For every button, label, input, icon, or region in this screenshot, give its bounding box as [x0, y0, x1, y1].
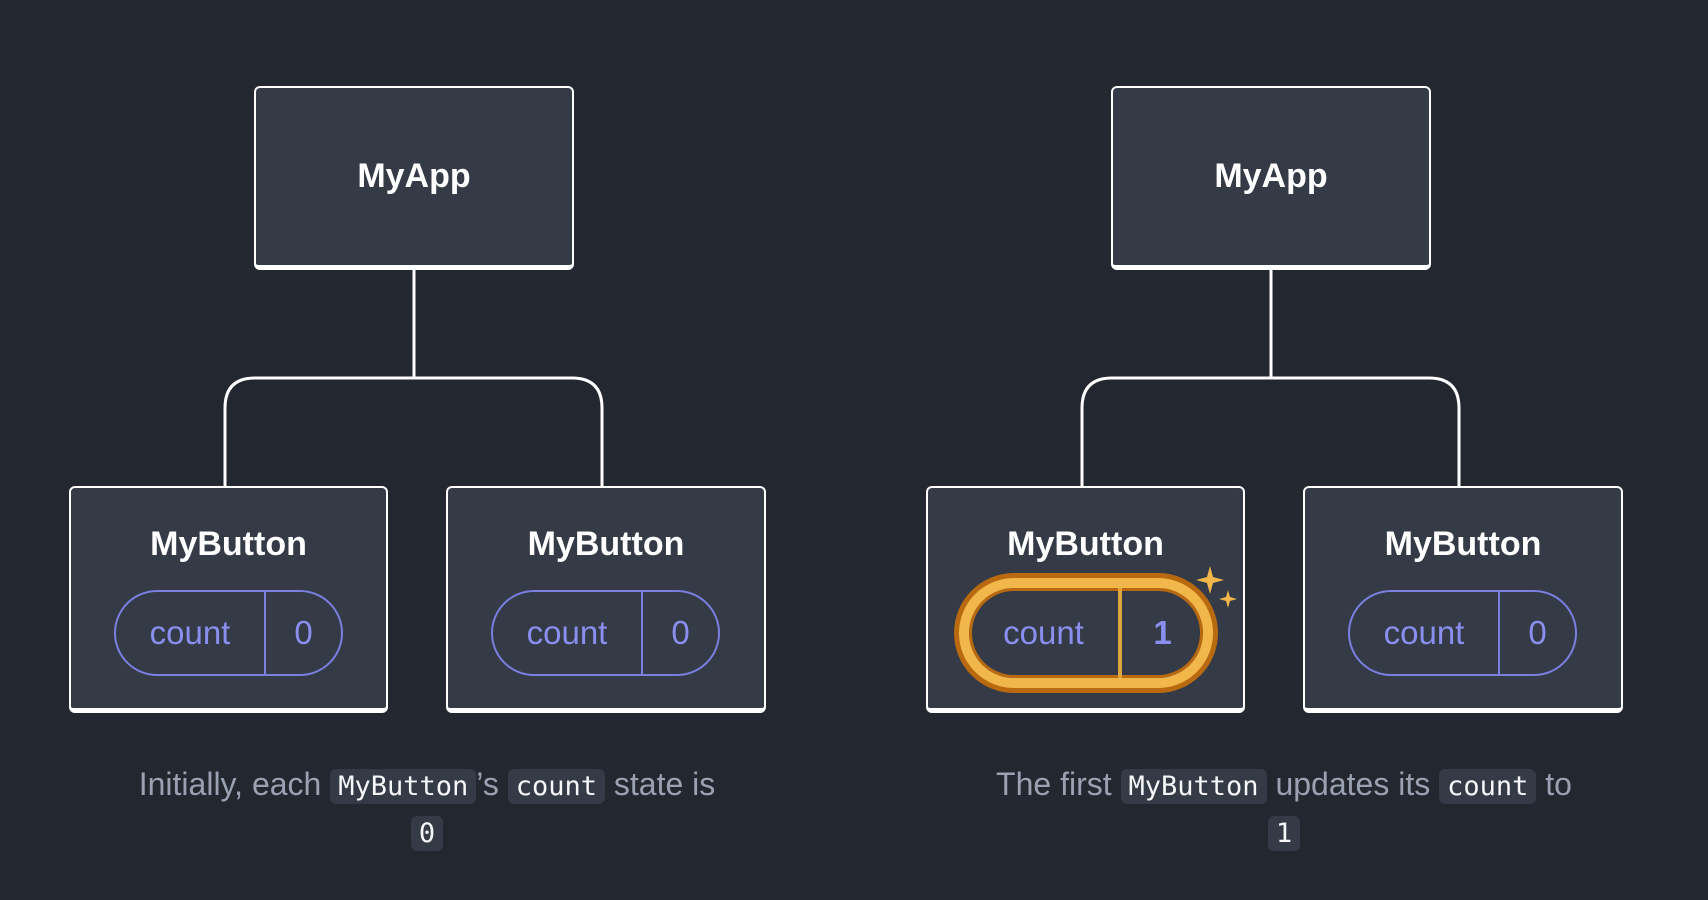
mybutton-node-2: MyButton count 0 — [446, 486, 766, 713]
caption-text: ’s — [476, 766, 508, 802]
state-name: count — [493, 592, 643, 674]
node-label: MyApp — [1214, 157, 1328, 195]
state-value: 0 — [671, 614, 690, 651]
caption-text: to — [1536, 766, 1572, 802]
inline-code: count — [1439, 769, 1537, 804]
updated-state-diagram: MyApp MyButton count 1 MyButton count 0 … — [857, 0, 1708, 900]
caption-text: updates its — [1266, 766, 1440, 802]
inline-code: MyButton — [1120, 769, 1267, 804]
node-label: MyButton — [1384, 525, 1542, 563]
sparkle-icon — [1196, 566, 1237, 608]
state-value: 1 — [1153, 614, 1172, 651]
mybutton-node-2: MyButton count 0 — [1303, 486, 1623, 713]
inline-code: MyButton — [330, 769, 477, 804]
state-value: 0 — [294, 614, 313, 651]
state-name: count — [116, 592, 266, 674]
mybutton-node-1: MyButton count 0 — [69, 486, 388, 713]
caption-text: Initially, each — [138, 766, 331, 802]
inline-code: 0 — [410, 816, 444, 851]
myapp-node: MyApp — [1111, 86, 1431, 270]
myapp-node: MyApp — [254, 86, 574, 270]
caption-text: The first — [996, 766, 1121, 802]
diagram-caption: Initially, each MyButton’s count state i… — [40, 762, 814, 856]
state-name: count — [969, 588, 1122, 678]
count-state-pill: count 0 — [491, 590, 720, 676]
caption-text: state is — [604, 766, 716, 802]
count-state-pill: count 0 — [1348, 590, 1577, 676]
mybutton-node-1: MyButton count 1 — [926, 486, 1245, 713]
count-state-pill: count 0 — [114, 590, 343, 676]
initial-state-diagram: MyApp MyButton count 0 MyButton count 0 … — [40, 86, 814, 856]
inline-code: count — [507, 769, 605, 804]
node-label: MyApp — [357, 157, 471, 195]
state-name: count — [1350, 592, 1500, 674]
count-state-pill-highlighted: count 1 — [959, 578, 1213, 688]
node-label: MyButton — [527, 525, 685, 563]
node-label: MyButton — [1007, 525, 1164, 563]
diagram-caption: The first MyButton updates its count to … — [897, 762, 1671, 856]
node-label: MyButton — [150, 525, 307, 563]
inline-code: 1 — [1267, 816, 1301, 851]
state-value: 0 — [1528, 614, 1547, 651]
